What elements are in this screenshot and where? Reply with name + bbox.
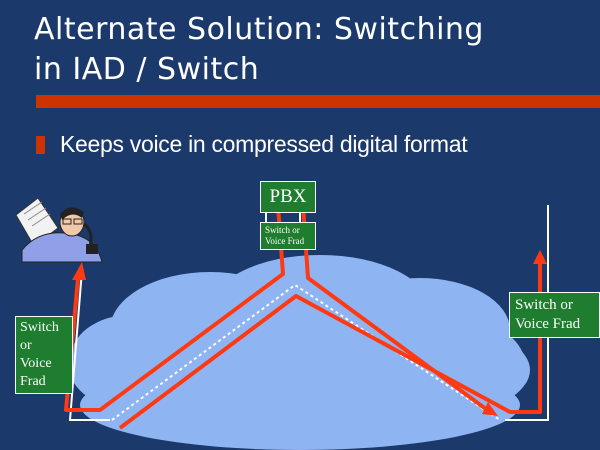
right-switch-line-1: Switch or	[515, 297, 573, 313]
call-path-arrowhead-bottom	[482, 402, 498, 416]
pbx-box: PBX	[260, 181, 316, 213]
title-rule	[36, 95, 600, 108]
center-switch-line-1: Switch or	[265, 225, 300, 235]
left-switch-line-3: Voice	[20, 356, 52, 371]
call-path-arrowhead-right	[533, 250, 547, 264]
left-switch-box: Switch or Voice Frad	[15, 316, 73, 394]
bullet-text: Keeps voice in compressed digital format	[60, 131, 468, 157]
slide-title: Alternate Solution: Switching in IAD / S…	[34, 10, 574, 90]
person-with-phone-icon	[15, 197, 103, 263]
call-path-arrowhead-left	[72, 262, 86, 280]
center-switch-box: Switch or Voice Frad	[260, 222, 316, 250]
right-switch-line-2: Voice Frad	[515, 316, 581, 332]
bullet-marker	[36, 136, 45, 154]
trunk-dotted-line	[111, 283, 501, 421]
left-switch-line-2: or	[20, 338, 32, 353]
center-switch-line-2: Voice Frad	[265, 236, 305, 246]
left-switch-line-4: Frad	[20, 374, 46, 389]
network-cloud	[70, 255, 530, 450]
title-line-1: Alternate Solution: Switching	[34, 12, 484, 47]
left-switch-line-1: Switch	[20, 320, 59, 335]
right-switch-box: Switch or Voice Frad	[509, 292, 600, 338]
white-links	[68, 205, 549, 421]
title-line-2: in IAD / Switch	[34, 52, 260, 87]
